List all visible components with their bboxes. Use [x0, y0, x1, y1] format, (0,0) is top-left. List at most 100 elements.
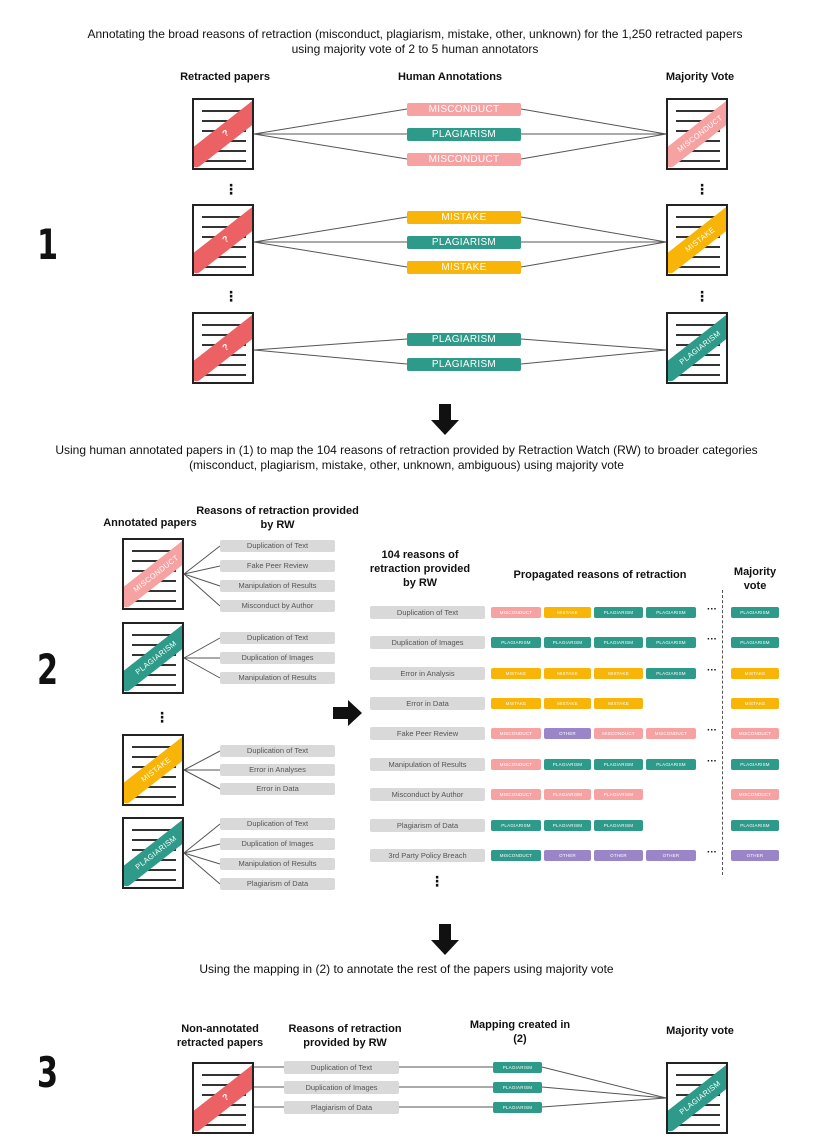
annotation-connector [253, 241, 408, 268]
ellipsis-horizontal-icon: ··· [707, 604, 717, 615]
vote-connector [520, 108, 667, 135]
rw-reason-box: Error in Analyses [220, 764, 335, 776]
ellipsis-horizontal-icon: ··· [707, 665, 717, 676]
vote-connector [541, 1066, 667, 1099]
section1-caption-line1: Annotating the broad reasons of retracti… [87, 27, 743, 41]
propagated-tag: MISCONDUCT [594, 728, 643, 739]
majority-vote-band: PLAGIARISM [668, 1064, 726, 1132]
majority-vote-band: MISCONDUCT [668, 100, 726, 168]
paper-document-icon: PLAGIARISM [122, 817, 184, 889]
paper-label-band: MISCONDUCT [124, 540, 182, 608]
rw-reason-box: Duplication of Text [220, 632, 335, 644]
rw-reason-box: Manipulation of Results [220, 580, 335, 592]
propagated-tag: MISCONDUCT [491, 789, 541, 800]
unknown-reason-band: ? [194, 206, 252, 274]
vote-connector [520, 133, 667, 160]
annotation-chip: PLAGIARISM [407, 333, 521, 346]
propagated-tag: OTHER [594, 850, 643, 861]
ellipsis-vertical-icon: ⋮ [695, 288, 709, 304]
paper-document-icon: MISCONDUCT [666, 98, 728, 170]
row-majority-vote: MISTAKE [731, 668, 779, 679]
section2-header-104-line1: 104 reasons of [381, 549, 459, 561]
paper-reason-connector [183, 657, 221, 679]
propagated-tag: PLAGIARISM [594, 637, 643, 648]
unknown-reason-band: ? [194, 100, 252, 168]
vote-column-divider [722, 590, 723, 875]
arrow-down-icon [431, 924, 459, 955]
vote-connector [520, 338, 667, 351]
propagated-tag: MISCONDUCT [491, 759, 541, 770]
propagated-tag: MISTAKE [544, 607, 591, 618]
ellipsis-vertical-icon: ⋮ [224, 288, 238, 304]
paper-document-icon: ? [192, 1062, 254, 1134]
propagated-tag: PLAGIARISM [594, 607, 643, 618]
paper-document-icon: MISTAKE [666, 204, 728, 276]
propagated-tag: PLAGIARISM [544, 637, 591, 648]
propagated-tag: PLAGIARISM [544, 789, 591, 800]
section2-header-vote-line1: Majority [733, 566, 777, 578]
paper-document-icon: ? [192, 98, 254, 170]
annotation-chip: MISCONDUCT [407, 103, 521, 116]
rw-reason-box: Manipulation of Results [220, 858, 335, 870]
propagated-tag: PLAGIARISM [646, 637, 696, 648]
paper-reason-connector [183, 565, 221, 575]
section3-header-rw-line2: provided by RW [303, 1037, 387, 1049]
mapping-chip: PLAGIARISM [493, 1082, 542, 1093]
annotation-connector [253, 338, 408, 351]
paper-reason-connector [183, 843, 221, 854]
unknown-reason-band: ? [194, 314, 252, 382]
vote-connector [520, 216, 667, 243]
mapping-chip: PLAGIARISM [493, 1102, 542, 1113]
propagated-tag: PLAGIARISM [544, 820, 591, 831]
propagated-tag: PLAGIARISM [646, 668, 696, 679]
section1-header-retracted-papers: Retracted papers [180, 71, 270, 83]
section2-caption-line1: Using human annotated papers in (1) to m… [55, 443, 758, 457]
annotation-connector [253, 133, 408, 160]
rw-reason-box: Duplication of Images [220, 838, 335, 850]
annotation-chip: MISCONDUCT [407, 153, 521, 166]
ellipsis-vertical-icon: ⋮ [430, 873, 444, 889]
rw-reason-box: Manipulation of Results [220, 672, 335, 684]
annotation-connector [253, 216, 408, 243]
propagated-tag: PLAGIARISM [491, 637, 541, 648]
propagated-tag: PLAGIARISM [594, 789, 643, 800]
propagated-tag: MISTAKE [544, 668, 591, 679]
rw-reason-row-label: Manipulation of Results [370, 758, 485, 771]
mapping-chip: PLAGIARISM [493, 1062, 542, 1073]
propagated-tag: OTHER [544, 850, 591, 861]
arrow-right-icon [333, 700, 362, 726]
section2-header-propagated: Propagated reasons of retraction [513, 569, 687, 581]
section3-header-nonannotated-line2: retracted papers [176, 1037, 264, 1049]
propagated-tag: MISCONDUCT [491, 607, 541, 618]
annotation-chip: PLAGIARISM [407, 128, 521, 141]
propagated-tag: PLAGIARISM [646, 607, 696, 618]
ellipsis-vertical-icon: ⋮ [224, 181, 238, 197]
paper-document-icon: PLAGIARISM [666, 312, 728, 384]
ellipsis-horizontal-icon: ··· [707, 725, 717, 736]
ellipsis-vertical-icon: ⋮ [155, 709, 169, 725]
ellipsis-horizontal-icon: ··· [707, 847, 717, 858]
propagated-tag: OTHER [646, 850, 696, 861]
annotation-connector [253, 108, 408, 135]
paper-document-icon: PLAGIARISM [666, 1062, 728, 1134]
propagated-tag: OTHER [544, 728, 591, 739]
rw-reason-row-label: Fake Peer Review [370, 727, 485, 740]
rw-reason-row-label: Duplication of Text [370, 606, 485, 619]
paper-label-band: PLAGIARISM [124, 624, 182, 692]
paper-reason-connector [183, 823, 221, 854]
rw-reason-box: Misconduct by Author [220, 600, 335, 612]
rw-reason-box: Error in Data [220, 783, 335, 795]
paper-reason-connector [183, 769, 221, 790]
rw-reason-row-label: Error in Analysis [370, 667, 485, 680]
section2-header-104-line2: retraction provided [369, 563, 471, 575]
propagated-tag: MISCONDUCT [646, 728, 696, 739]
vote-connector [520, 241, 667, 268]
section3-caption: Using the mapping in (2) to annotate the… [199, 962, 614, 976]
majority-vote-band: MISTAKE [668, 206, 726, 274]
rw-reason-box: Plagiarism of Data [220, 878, 335, 890]
unknown-reason-band: ? [194, 1064, 252, 1132]
vote-connector [541, 1086, 667, 1099]
propagated-tag: MISTAKE [594, 668, 643, 679]
vote-connector [541, 1097, 667, 1108]
rw-reason-box: Duplication of Images [220, 652, 335, 664]
